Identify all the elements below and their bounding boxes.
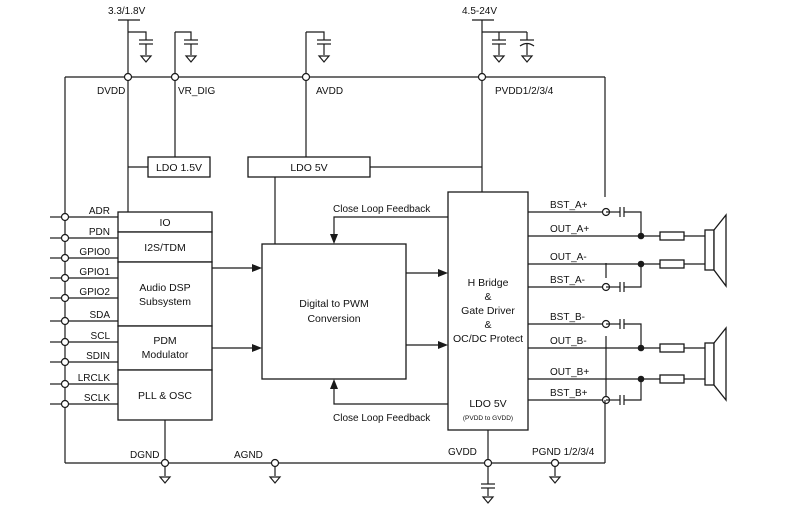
feedback-top-label: Close Loop Feedback xyxy=(333,204,431,215)
hb-label-2: & xyxy=(484,291,491,303)
supply-power: 4.5-24V xyxy=(462,6,497,77)
ldo-1v5-label: LDO 1.5V xyxy=(156,162,202,174)
output-label-out_am: OUT_A- xyxy=(550,252,587,263)
ground-pgnd-label: PGND 1/2/3/4 xyxy=(532,447,595,458)
feedback-bottom-label: Close Loop Feedback xyxy=(333,413,431,424)
speaker-b-icon xyxy=(704,342,715,386)
output-filter-b xyxy=(606,319,727,405)
output-label-out_bp: OUT_B+ xyxy=(550,367,589,378)
speaker-a-icon xyxy=(704,229,715,271)
pin-node-adr xyxy=(60,212,70,222)
supply-power-label: 4.5-24V xyxy=(462,6,497,17)
agnd-ground-icon xyxy=(269,476,281,484)
pin-label-pdn: PDN xyxy=(89,227,110,238)
ground-gvdd-label: GVDD xyxy=(448,447,477,458)
rail-dvdd-label: DVDD xyxy=(97,86,125,97)
io-label: IO xyxy=(159,217,170,229)
ground-agnd-label: AGND xyxy=(234,450,263,461)
pwm-to-hbridge-arrow-2 xyxy=(438,341,448,349)
pin-label-scl: SCL xyxy=(91,331,111,342)
hb-label-5: OC/DC Protect xyxy=(453,333,523,345)
pin-label-gpio1: GPIO1 xyxy=(79,267,110,278)
pin-node-lrclk xyxy=(60,379,70,389)
output-label-bst_bp: BST_B+ xyxy=(550,388,588,399)
ldo-out-note: (PVDD to GVDD) xyxy=(463,415,513,422)
output-label-bst_am: BST_A- xyxy=(550,275,585,286)
pin-node-sclk xyxy=(60,399,70,409)
pin-label-gpio2: GPIO2 xyxy=(79,287,110,298)
feedback-top: Close Loop Feedback xyxy=(330,204,448,244)
i2s-label: I2S/TDM xyxy=(144,242,185,254)
pwm-to-hbridge-arrow-1 xyxy=(438,269,448,277)
rail-avdd-label: AVDD xyxy=(316,86,343,97)
dvdd-node xyxy=(123,72,133,82)
pdm-to-pwm-arrow xyxy=(252,344,262,352)
pin-node-pdn xyxy=(60,233,70,243)
rail-pvdd-label: PVDD1/2/3/4 xyxy=(495,86,554,97)
output-label-bst_bm: BST_B- xyxy=(550,312,585,323)
dsp-label-2: Subsystem xyxy=(139,296,191,308)
pin-node-sdin xyxy=(60,357,70,367)
pin-label-gpio0: GPIO0 xyxy=(79,247,110,258)
hb-label-3: Gate Driver xyxy=(461,305,515,317)
output-filter-a xyxy=(606,207,727,292)
dgnd-node xyxy=(160,458,170,468)
decoupling-caps-top xyxy=(128,31,535,63)
pgnd-ground-icon xyxy=(549,476,561,484)
pin-label-lrclk: LRCLK xyxy=(78,373,111,384)
output-label-bst_ap: BST_A+ xyxy=(550,200,588,211)
supply-digital: 3.3/1.8V xyxy=(108,6,146,77)
ldo-1v5-block: LDO 1.5V xyxy=(128,156,211,178)
pwm-label-1: Digital to PWM xyxy=(299,298,368,310)
dsp-label-1: Audio DSP xyxy=(139,282,190,294)
feedback-bottom: Close Loop Feedback xyxy=(330,379,448,424)
pwm-label-2: Conversion xyxy=(307,313,360,325)
pvdd-node xyxy=(477,72,487,82)
speaker-a-cone xyxy=(713,213,727,288)
ldo-out-label: LDO 5V xyxy=(469,398,506,410)
ldo-5v-label: LDO 5V xyxy=(290,162,327,174)
pin-node-gpio2 xyxy=(60,293,70,303)
gvdd-node xyxy=(483,458,493,468)
agnd-node xyxy=(270,458,280,468)
dgnd-ground-icon xyxy=(159,476,171,484)
output-label-out_ap: OUT_A+ xyxy=(550,224,589,235)
output-net-group: BST_A+ OUT_A+ OUT_A- BST_A- BST_B- OUT_B- OUT_… xyxy=(528,200,641,405)
pin-label-adr: ADR xyxy=(89,206,110,217)
hbridge-block: H Bridge & Gate Driver & OC/DC Protect L… xyxy=(447,191,529,431)
pin-label-sda: SDA xyxy=(89,310,110,321)
pin-node-gpio0 xyxy=(60,253,70,263)
hb-label-1: H Bridge xyxy=(468,277,509,289)
pin-label-sdin: SDIN xyxy=(86,351,110,362)
pwm-block: Digital to PWM Conversion xyxy=(261,243,407,380)
rail-vr-dig-label: VR_DIG xyxy=(178,86,215,97)
pin-node-gpio1 xyxy=(60,273,70,283)
pin-node-sda xyxy=(60,316,70,326)
supply-digital-label: 3.3/1.8V xyxy=(108,6,146,17)
output-label-out_bm: OUT_B- xyxy=(550,336,587,347)
pin-node-scl xyxy=(60,337,70,347)
dsp-to-pwm-arrow xyxy=(252,264,262,272)
dsp-block xyxy=(117,261,213,327)
ground-dgnd-label: DGND xyxy=(130,450,159,461)
hb-label-4: & xyxy=(484,319,491,331)
pdm-block xyxy=(117,325,213,371)
pgnd-node xyxy=(550,458,560,468)
pdm-label-2: Modulator xyxy=(142,349,189,361)
pdm-label-1: PDM xyxy=(153,335,176,347)
gvdd-cap-ground-icon xyxy=(482,496,494,504)
left-block-stack: IO I2S/TDM Audio DSP Subsystem PDM Modul… xyxy=(117,211,213,421)
avdd-node xyxy=(301,72,311,82)
vr-dig-node xyxy=(170,72,180,82)
pll-label: PLL & OSC xyxy=(138,390,192,402)
pin-label-sclk: SCLK xyxy=(84,393,110,404)
speaker-b-cone xyxy=(713,326,727,402)
ldo-5v-block: LDO 5V xyxy=(247,156,482,244)
